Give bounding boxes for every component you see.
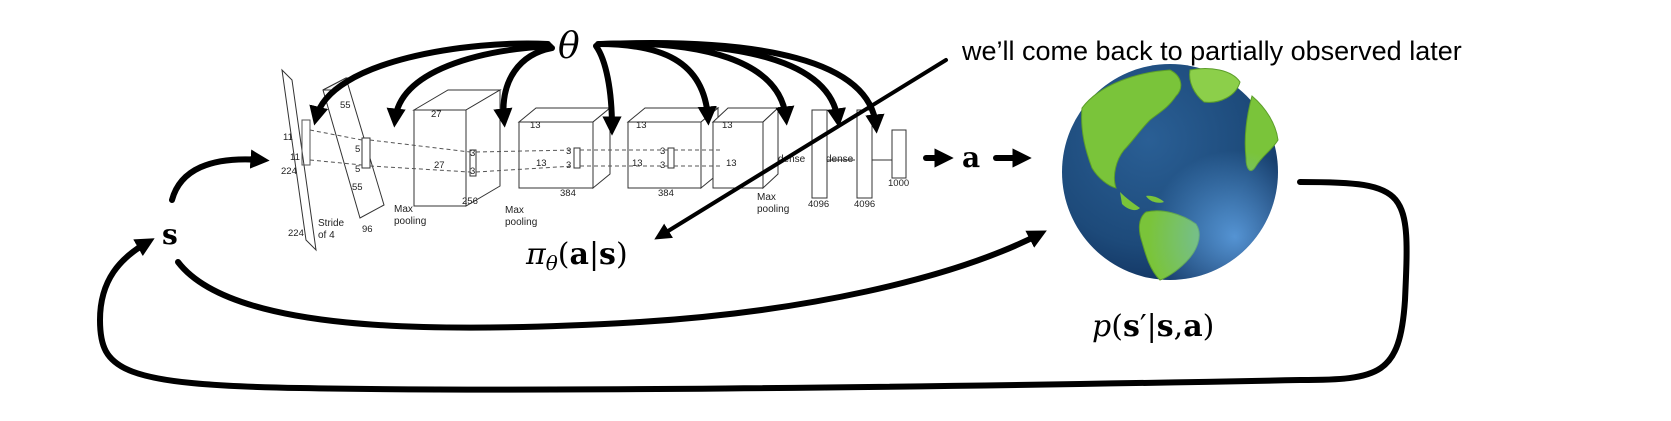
input-height-label: 224 [281,166,297,177]
conv1-depth-label: 96 [362,224,373,235]
pool1-label-1: Max [394,204,413,215]
policy-label: πθ(a|s) [525,237,628,275]
conv1-top-label: 55 [340,100,351,111]
conv2-depth-label: 256 [462,196,478,207]
conv4-top-label: 13 [636,120,647,131]
svg-text:πθ(a|s): πθ(a|s) [525,237,628,275]
cnn-conv1: 55 5 5 55 96 Stride of 4 [318,77,385,241]
cnn-dense-layers: dense 4096 dense 4096 1000 [778,109,909,210]
conv2-top-label: 27 [431,109,442,120]
dynamics-p: p [1092,309,1111,344]
conv3-kernel-label-2: 3 [566,160,571,171]
conv5-side-label: 13 [726,158,737,169]
pool3-label-1: Max [757,192,776,203]
fc1-label: 4096 [808,199,829,210]
input-kernel-label: 11 [283,132,293,143]
state-to-cnn-arrow [169,149,270,203]
conv2-side-label: 27 [434,160,445,171]
policy-theta-subscript: θ [546,251,558,275]
conv5-top-label: 13 [722,120,733,131]
cnn-conv5: 13 13 [711,106,780,190]
conv4-side-label: 13 [632,158,643,169]
world-globe-icon [1062,64,1279,281]
cnn-conv4: 13 3 3 13 384 [626,106,720,199]
dense-label-1: dense [778,154,806,165]
action-label: a [962,141,980,174]
fc2-label: 4096 [854,199,875,210]
cnn-conv3: 13 3 3 13 384 [517,106,612,199]
stride-label-1: Stride [318,218,345,229]
pool2-label-1: Max [505,205,524,216]
state-label: s [162,218,178,251]
conv3-top-label: 13 [530,120,541,131]
conv3-side-label: 13 [536,158,547,169]
theta-parameter-arrows [309,40,885,136]
dynamics-prime: ′ [1140,309,1147,344]
fc1-layer [811,109,828,199]
note-pointer-arrow [654,58,948,240]
input-kernel-label-2: 11 [290,152,300,163]
dynamics-action: a [1183,309,1202,344]
output-layer [891,129,907,179]
pool1-label-2: pooling [394,216,426,227]
fc2-layer [856,109,873,199]
policy-pi: π [525,237,547,272]
output-label: 1000 [888,178,909,189]
dynamics-bar: | [1147,309,1157,344]
conv4-kernel-label-2: 3 [660,160,665,171]
conv2-kernel-label: 3 [470,148,475,159]
conv2-kernel-label-2: 3 [470,166,475,177]
conv3-depth-label: 384 [560,188,576,199]
dynamics-paren-close: ) [1203,309,1215,344]
world-to-state-loop-arrow [97,179,1410,393]
partial-observation-note: we’ll come back to partially observed la… [961,36,1462,66]
svg-text:p(s′|s,a): p(s′|s,a) [1092,309,1214,344]
policy-state: s [599,237,616,272]
conv4-depth-label: 384 [658,188,674,199]
policy-action: a [569,237,588,272]
dynamics-label: p(s′|s,a) [1092,309,1214,344]
state-to-world-arrow [175,230,1047,331]
dynamics-comma: , [1174,309,1184,344]
policy-paren-open: ( [558,237,570,272]
cnn-input-layer: 11 11 224 224 [281,68,317,252]
dynamics-state: s [1157,309,1174,344]
pool2-label-2: pooling [505,217,537,228]
pool3-label-2: pooling [757,204,789,215]
theta-label: θ [558,26,580,67]
conv1-kernel-label-2: 5 [355,164,360,175]
dense-label-2: dense [826,154,854,165]
cnn-network: 11 11 224 224 55 5 5 55 96 Stride of 4 M… [281,68,909,252]
dynamics-next-state: s [1123,309,1140,344]
input-width-label: 224 [288,228,304,239]
conv1-kernel-label: 5 [355,144,360,155]
policy-paren-close: ) [616,237,628,272]
conv1-side-label: 55 [352,182,363,193]
conv4-kernel-label: 3 [660,146,665,157]
stride-label-2: of 4 [318,230,335,241]
cnn-conv2: 27 3 3 27 256 [412,89,502,207]
dynamics-paren-open: ( [1111,309,1123,344]
conv3-kernel-label: 3 [566,146,571,157]
policy-bar: | [589,237,599,272]
